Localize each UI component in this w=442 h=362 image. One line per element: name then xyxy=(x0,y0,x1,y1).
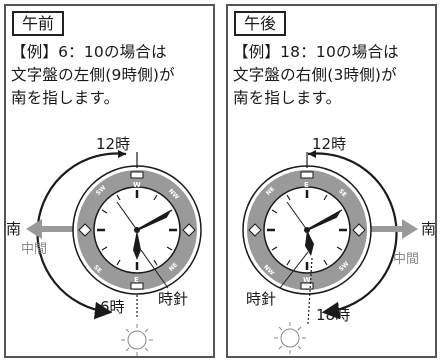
pm-sun-icon xyxy=(274,322,306,354)
pm-bezel-top: E xyxy=(304,181,309,189)
am-hour-hand xyxy=(133,230,141,260)
pm-rotation-arc xyxy=(307,152,398,320)
am-bezel-lower-left: SE xyxy=(92,264,103,275)
am-hour-hand-label: 時針 xyxy=(158,290,188,308)
pm-caption-line-1: 【例】18：10の場合は xyxy=(233,43,399,61)
am-watch-face: W SW NW SE NE E xyxy=(72,165,202,295)
panel-pm: 午後 【例】18：10の場合は 文字盤の右側(3時側)が 南を指します。 南 中… xyxy=(226,4,437,358)
am-caption-line-3: 南を指します。 xyxy=(11,89,120,107)
am-bezel-top: W xyxy=(133,181,141,189)
panel-am: 午前 【例】6：10の場合は 文字盤の左側(9時側)が 南を指します。 南 中間… xyxy=(4,4,215,358)
pm-watch-diagram: 南 中間 E NE SE NW SW W xyxy=(242,135,436,354)
am-middle-label: 中間 xyxy=(21,242,47,257)
pm-label-18: 18時 xyxy=(316,306,350,324)
pm-caption-line-3: 南を指します。 xyxy=(233,89,342,107)
pm-bezel-upper-left: NE xyxy=(265,186,276,197)
am-bezel-lower-right: NE xyxy=(168,262,179,273)
am-label-6: 6時 xyxy=(100,298,125,316)
pm-tag: 午後 xyxy=(234,11,287,36)
pm-watch-face: E NE SE NW SW W xyxy=(242,165,372,295)
am-minute-hand xyxy=(136,209,172,231)
pm-bezel-upper-right: SE xyxy=(337,188,348,199)
pm-hour-hand xyxy=(305,230,314,256)
am-bezel-bottom: E xyxy=(134,276,139,284)
am-sun-icon xyxy=(121,324,153,356)
pm-label-12: 12時 xyxy=(312,135,346,153)
am-caption: 【例】6：10の場合は 文字盤の左側(9時側)が 南を指します。 xyxy=(11,41,213,110)
am-watch-diagram: 南 中間 W SW NW SE NE E xyxy=(6,135,202,356)
am-tag: 午前 xyxy=(12,11,65,36)
pm-bezel-bottom: W xyxy=(303,276,311,284)
pm-caption-line-2: 文字盤の右側(3時側)が xyxy=(233,66,397,84)
am-label-12: 12時 xyxy=(96,135,130,153)
pm-minute-hand xyxy=(306,209,342,231)
am-caption-line-2: 文字盤の左側(9時側)が xyxy=(11,66,175,84)
pm-south-arrow xyxy=(338,219,418,239)
am-south-label: 南 xyxy=(6,220,21,238)
pm-south-label: 南 xyxy=(421,220,436,238)
pm-caption: 【例】18：10の場合は 文字盤の右側(3時側)が 南を指します。 xyxy=(233,41,435,110)
pm-hour-hand-label: 時針 xyxy=(246,290,276,308)
am-caption-line-1: 【例】6：10の場合は xyxy=(11,43,167,61)
pm-middle-label: 中間 xyxy=(393,252,419,267)
